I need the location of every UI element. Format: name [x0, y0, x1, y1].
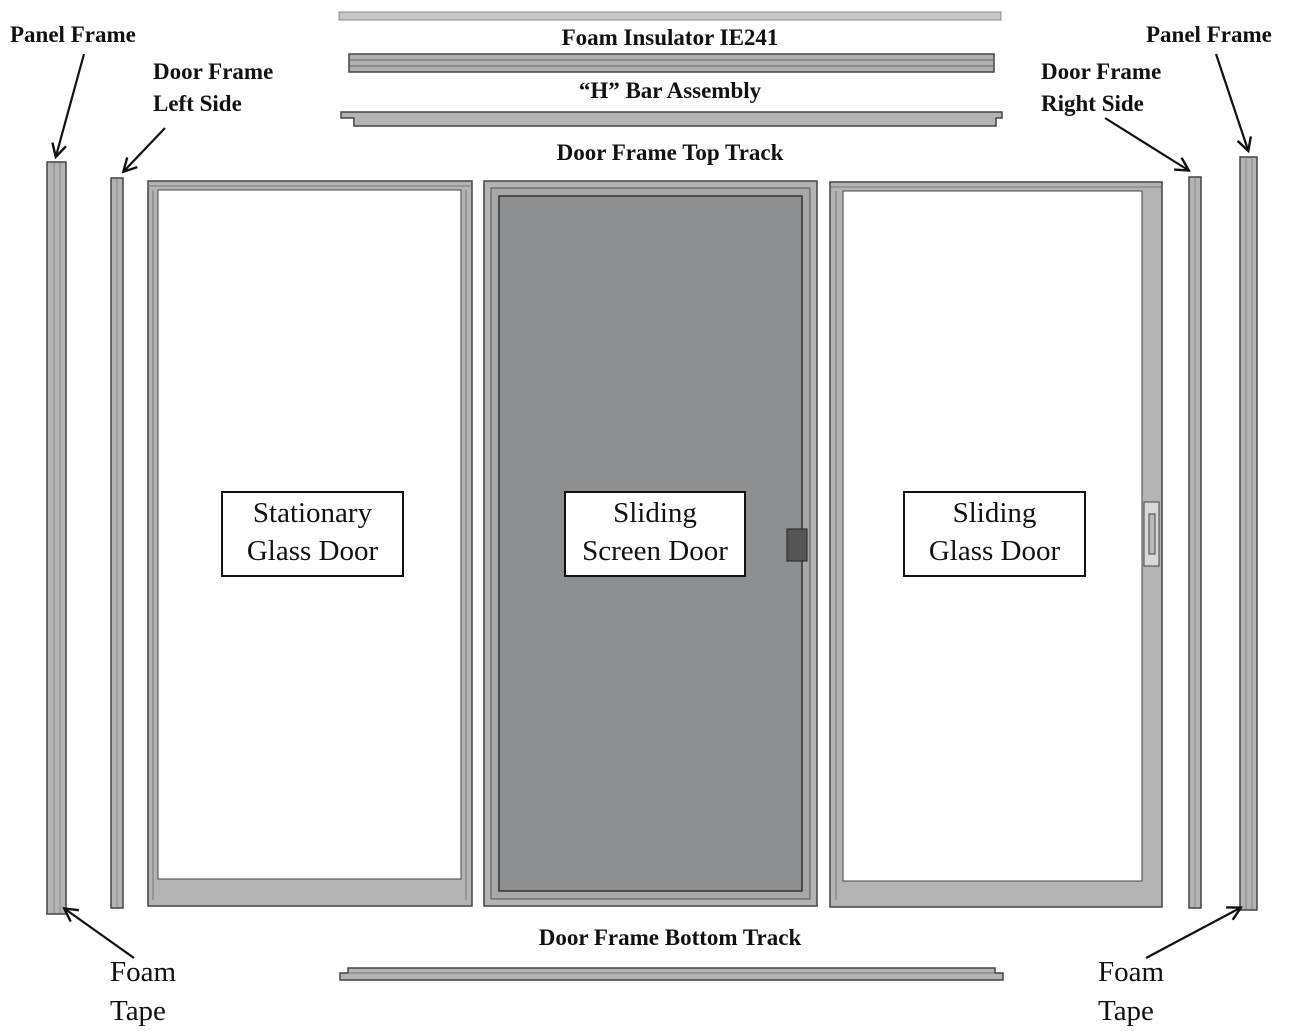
- foam-insulator-strip: [338, 11, 1002, 21]
- label-foam-tape-left-1: Foam: [110, 956, 177, 988]
- arrow-foam-tape-left: [65, 909, 135, 959]
- label-foam-tape-right-2: Tape: [1098, 995, 1154, 1027]
- callout-sliding-screen-door: Sliding Screen Door: [564, 491, 746, 577]
- callout-screen-line2: Screen Door: [582, 535, 728, 567]
- door-frame-right-side: [1188, 176, 1202, 909]
- label-top-track: Door Frame Top Track: [556, 140, 784, 165]
- callout-screen-line1: Sliding: [613, 497, 697, 529]
- callout-stationary-glass-door: Stationary Glass Door: [221, 491, 404, 577]
- arrow-foam-tape-right: [1145, 908, 1240, 959]
- h-bar-assembly: [348, 53, 995, 73]
- door-frame-left-side: [110, 177, 124, 909]
- panel-frame-left: [46, 161, 67, 915]
- label-door-frame-right-2: Right Side: [1041, 91, 1144, 116]
- label-foam-tape-right-1: Foam: [1098, 956, 1165, 988]
- label-h-bar: “H” Bar Assembly: [578, 78, 762, 103]
- label-door-frame-left-2: Left Side: [153, 91, 242, 116]
- label-foam-insulator: Foam Insulator IE241: [561, 25, 779, 50]
- label-bottom-track: Door Frame Bottom Track: [538, 925, 802, 950]
- callout-sliding-glass-line1: Sliding: [952, 497, 1037, 529]
- callout-stationary-line1: Stationary: [252, 497, 373, 529]
- screen-door-handle: [786, 528, 808, 562]
- callout-stationary-line2: Glass Door: [246, 535, 379, 567]
- label-panel-frame-right: Panel Frame: [1146, 22, 1272, 47]
- top-track: [340, 111, 1003, 127]
- arrow-panel-frame-left: [56, 53, 86, 156]
- label-door-frame-left-1: Door Frame: [153, 59, 274, 84]
- arrow-door-frame-right: [1104, 117, 1188, 170]
- label-door-frame-right-1: Door Frame: [1041, 59, 1162, 84]
- panel-frame-right: [1239, 156, 1258, 911]
- label-foam-tape-left-2: Tape: [110, 995, 166, 1027]
- callout-sliding-glass-line2: Glass Door: [928, 535, 1061, 567]
- sliding-screen-door: [483, 180, 818, 907]
- bottom-track: [339, 967, 1004, 981]
- callout-sliding-glass-door: Sliding Glass Door: [903, 491, 1086, 577]
- arrow-door-frame-left: [124, 127, 166, 171]
- arrow-panel-frame-right: [1214, 53, 1248, 150]
- label-panel-frame-left: Panel Frame: [10, 22, 136, 47]
